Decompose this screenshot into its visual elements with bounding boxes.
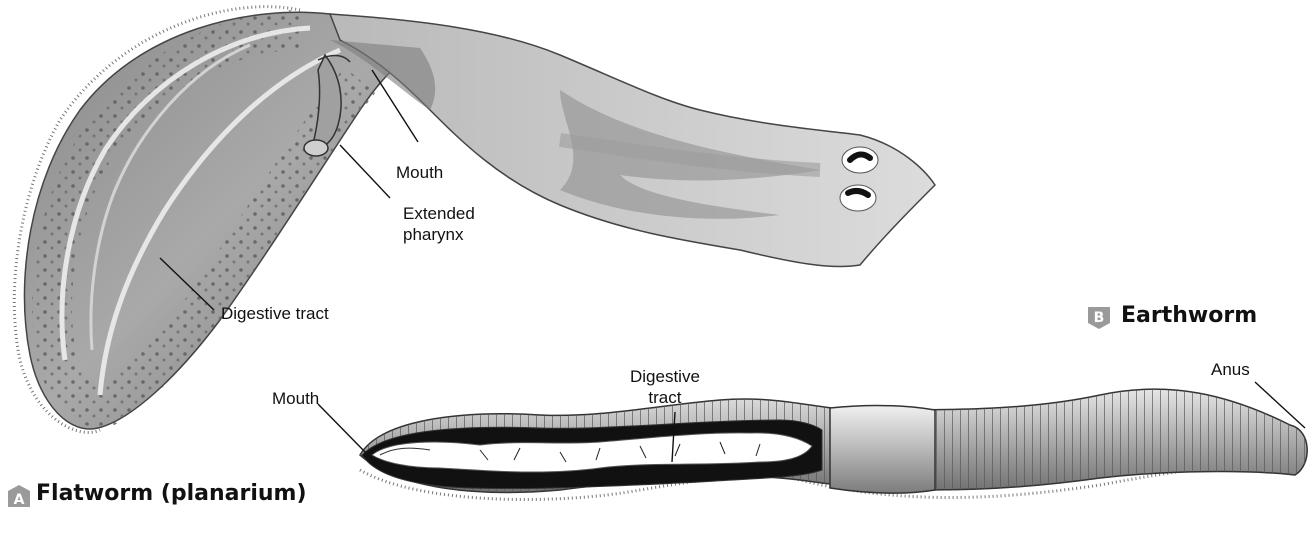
panel-a-title: Flatworm (planarium) xyxy=(36,481,307,506)
label-earthworm-anus: Anus xyxy=(1211,359,1250,380)
panel-b-title: Earthworm xyxy=(1121,303,1257,328)
label-flatworm-pharynx: Extended pharynx xyxy=(403,203,475,245)
label-flatworm-mouth: Mouth xyxy=(396,162,443,183)
label-flatworm-pharynx-line1: Extended xyxy=(403,203,475,224)
earthworm-cutaway xyxy=(362,420,822,489)
label-flatworm-pharynx-line2: pharynx xyxy=(403,224,475,245)
earthworm-clitellum xyxy=(830,406,935,494)
label-earthworm-digestive-tract: Digestive tract xyxy=(630,366,700,408)
panel-a-letter: A xyxy=(14,492,25,507)
panel-b-badge: B xyxy=(1088,307,1110,329)
label-earthworm-mouth: Mouth xyxy=(272,388,319,409)
label-flatworm-digestive-tract: Digestive tract xyxy=(221,303,329,324)
panel-b-letter: B xyxy=(1094,310,1105,326)
label-earthworm-digestive-line2: tract xyxy=(630,387,700,408)
leader-flat-pharynx xyxy=(340,145,390,198)
panel-a-badge: A xyxy=(8,485,30,507)
label-earthworm-digestive-line1: Digestive xyxy=(630,366,700,387)
earthworm-illustration xyxy=(360,389,1307,499)
leader-earth-mouth xyxy=(318,404,368,455)
